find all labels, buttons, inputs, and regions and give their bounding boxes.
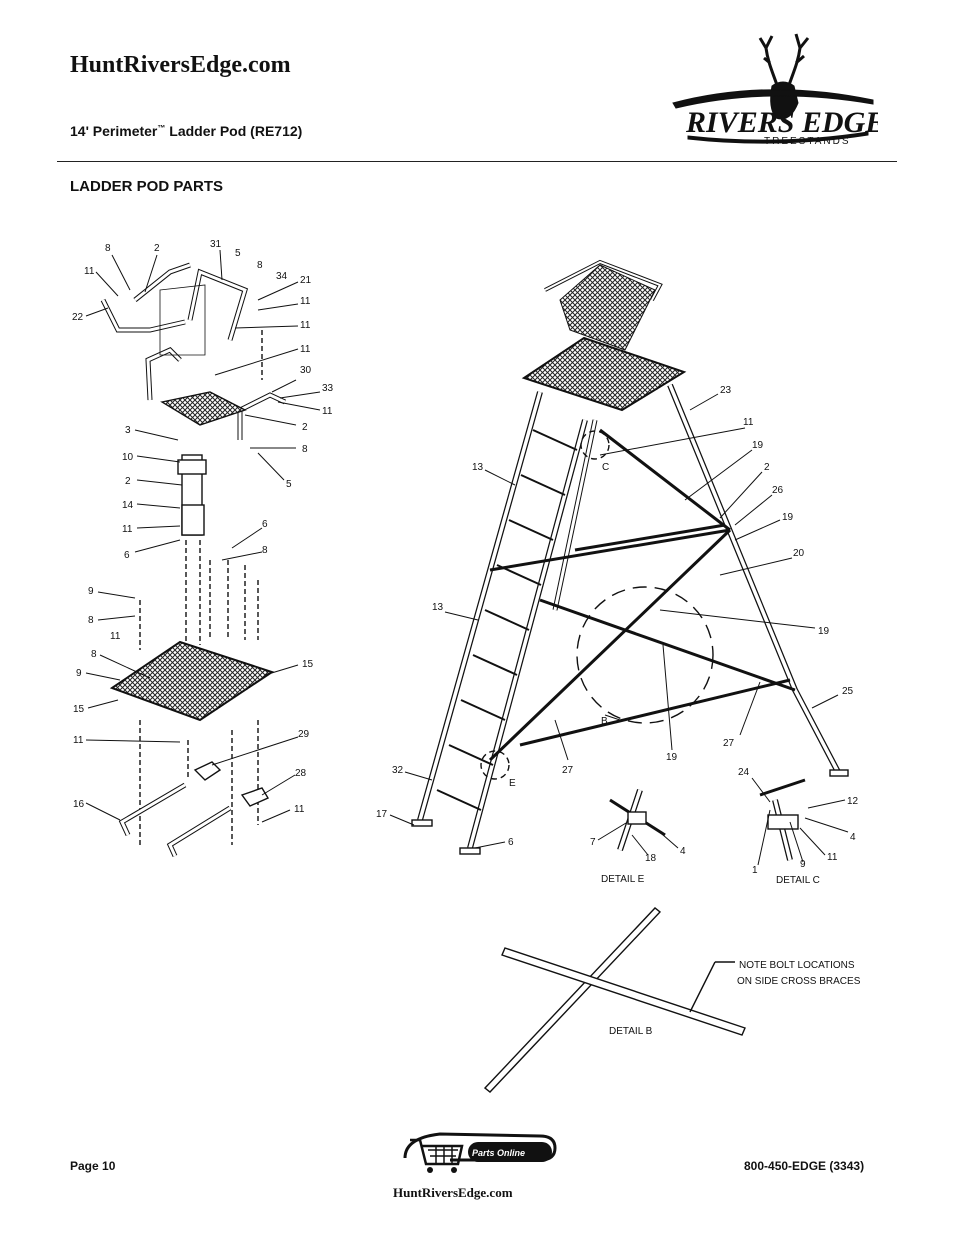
callout-label: 27 bbox=[723, 738, 735, 749]
callout-label: 11 bbox=[827, 852, 838, 863]
callout-label: 15 bbox=[302, 659, 314, 670]
left-callouts: 8 2 31 5 8 34 21 11 11 11 22 11 30 33 11… bbox=[72, 239, 334, 815]
page-number: Page 10 bbox=[70, 1159, 116, 1173]
callout-label: 19 bbox=[666, 752, 678, 763]
callout-label: 2 bbox=[764, 462, 770, 473]
callout-label: 5 bbox=[235, 248, 241, 259]
note-line-2: ON SIDE CROSS BRACES bbox=[737, 976, 861, 987]
callout-label: 9 bbox=[88, 586, 94, 597]
callout-label: 9 bbox=[800, 859, 806, 870]
callout-label: 34 bbox=[276, 271, 288, 282]
assembled-view bbox=[411, 259, 849, 855]
callout-label: 11 bbox=[322, 406, 333, 417]
rivers-edge-logo: RIVERS EDGE bbox=[672, 33, 878, 144]
logo-subtitle: TREESTANDS bbox=[764, 136, 851, 147]
callout-label: 27 bbox=[562, 765, 574, 776]
callout-label: 25 bbox=[842, 686, 854, 697]
callout-label: 11 bbox=[300, 344, 311, 355]
callout-label: 11 bbox=[73, 735, 84, 746]
callout-label: 19 bbox=[752, 440, 764, 451]
callout-label: 13 bbox=[432, 602, 444, 613]
exploded-view bbox=[100, 262, 287, 858]
callout-label: 8 bbox=[105, 243, 111, 254]
callout-label: 17 bbox=[376, 809, 388, 820]
logo-text: RIVERS EDGE bbox=[685, 106, 878, 139]
detail-c-label: DETAIL C bbox=[776, 875, 820, 886]
callout-label: 31 bbox=[210, 239, 222, 250]
callout-label: 19 bbox=[782, 512, 794, 523]
callout-label: 6 bbox=[262, 519, 268, 530]
callout-label: 28 bbox=[295, 768, 307, 779]
callout-label: 20 bbox=[793, 548, 805, 559]
callout-label: 8 bbox=[302, 444, 308, 455]
callout-label: 16 bbox=[73, 799, 85, 810]
trademark-mark: ™ bbox=[157, 123, 166, 133]
callout-label: 11 bbox=[110, 631, 121, 642]
callout-label: 11 bbox=[300, 320, 311, 331]
right-callouts: 23 11 19 2 26 19 20 13 C 13 19 25 B 27 1… bbox=[376, 385, 859, 876]
callout-label: 23 bbox=[720, 385, 732, 396]
leader-lines-right bbox=[389, 393, 849, 866]
callout-label: 4 bbox=[850, 832, 856, 843]
note-line-1: NOTE BOLT LOCATIONS bbox=[739, 960, 855, 971]
callout-label: 8 bbox=[262, 545, 268, 556]
callout-label: 8 bbox=[257, 260, 263, 271]
callout-label: 24 bbox=[738, 767, 750, 778]
callout-label: 2 bbox=[125, 476, 131, 487]
callout-label: B bbox=[601, 716, 608, 727]
callout-label: 7 bbox=[590, 837, 596, 848]
callout-label: 10 bbox=[122, 452, 134, 463]
callout-label: 14 bbox=[122, 500, 134, 511]
callout-label: 2 bbox=[302, 422, 308, 433]
callout-label: C bbox=[602, 462, 609, 473]
header-divider bbox=[57, 161, 897, 162]
callout-label: 13 bbox=[472, 462, 484, 473]
detail-b-label: DETAIL B bbox=[609, 1026, 653, 1037]
callout-label: 11 bbox=[300, 296, 311, 307]
callout-label: 9 bbox=[76, 668, 82, 679]
site-title: HuntRiversEdge.com bbox=[70, 52, 291, 78]
callout-label: E bbox=[509, 778, 516, 789]
parts-online-label: Parts Online bbox=[472, 1148, 526, 1158]
callout-label: 30 bbox=[300, 365, 312, 376]
callout-label: 11 bbox=[743, 417, 754, 428]
callout-label: 5 bbox=[286, 479, 292, 490]
callout-label: 21 bbox=[300, 275, 312, 286]
callout-label: 11 bbox=[294, 804, 305, 815]
cart-icon bbox=[403, 1132, 557, 1173]
callout-label: 29 bbox=[298, 729, 310, 740]
callout-label: 8 bbox=[91, 649, 97, 660]
callout-label: 4 bbox=[680, 846, 686, 857]
product-title-main: 14' Perimeter bbox=[70, 123, 158, 139]
callout-label: 18 bbox=[645, 853, 657, 864]
callout-label: 22 bbox=[72, 312, 84, 323]
callout-label: 26 bbox=[772, 485, 784, 496]
callout-label: 32 bbox=[392, 765, 404, 776]
product-title-suffix: Ladder Pod (RE712) bbox=[165, 123, 303, 139]
section-title: LADDER POD PARTS bbox=[70, 178, 224, 195]
callout-label: 8 bbox=[88, 615, 94, 626]
product-title: 14' Perimeter™ Ladder Pod (RE712) bbox=[70, 123, 302, 139]
callout-label: 2 bbox=[154, 243, 160, 254]
callout-label: 11 bbox=[84, 266, 95, 277]
callout-label: 15 bbox=[73, 704, 85, 715]
callout-label: 19 bbox=[818, 626, 830, 637]
callout-label: 1 bbox=[752, 865, 758, 876]
callout-label: 11 bbox=[122, 524, 133, 535]
leader-lines bbox=[85, 249, 321, 823]
callout-label: 6 bbox=[508, 837, 514, 848]
detail-views bbox=[483, 778, 806, 1093]
phone-number: 800-450-EDGE (3343) bbox=[744, 1159, 865, 1173]
callout-label: 3 bbox=[125, 425, 131, 436]
detail-e-label: DETAIL E bbox=[601, 874, 645, 885]
callout-label: 33 bbox=[322, 383, 334, 394]
footer-website[interactable]: HuntRiversEdge.com bbox=[393, 1185, 513, 1200]
callout-label: 6 bbox=[124, 550, 130, 561]
callout-label: 12 bbox=[847, 796, 859, 807]
